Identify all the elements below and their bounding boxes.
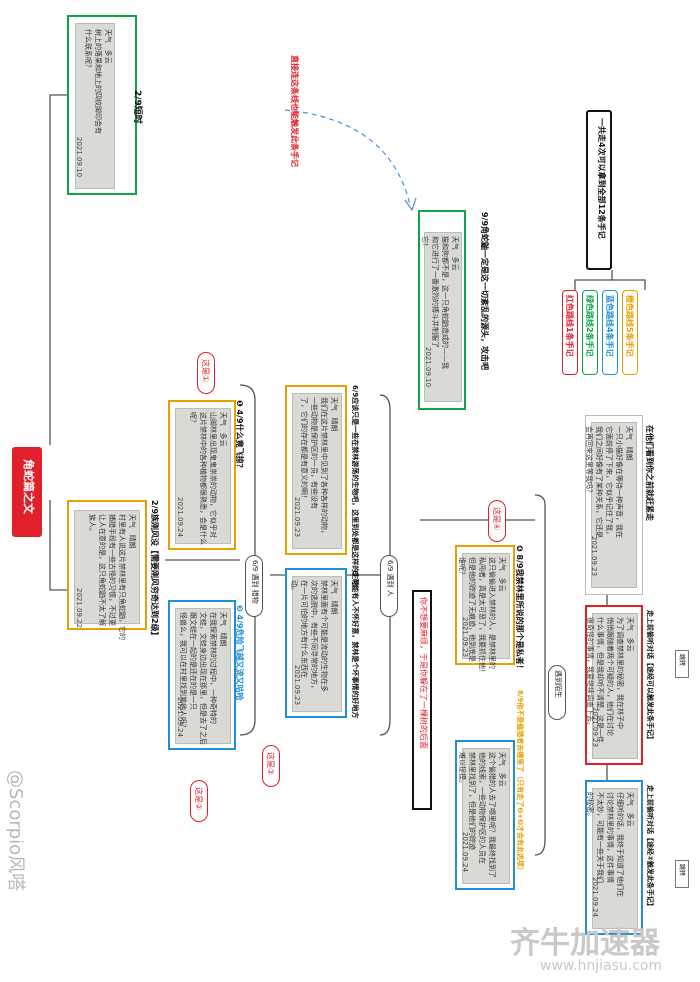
pill-meet-stranger: 遇到陌生 [548, 665, 566, 720]
node-f1-date: 2021.09.23 [590, 536, 598, 577]
route-orange: 橙色路线5条手记 [622, 290, 638, 375]
dashed-note: 直接连这条线也能触发此条手记 [290, 55, 299, 167]
jump-label-2-text: 跳转 [678, 864, 685, 877]
bubble-4: 这是④ [488, 500, 506, 542]
branch-c-card: 天气 晴朗 村里有人说这片禁林里有只角蛇鼬，它的 捕猎手段有一些古怪的习惯，不过… [67, 500, 147, 640]
node-c1-date: 2021.09.24 [176, 497, 184, 538]
jump-label-1-text: 跳转 [678, 654, 685, 667]
root-node: 角蛇篇之文 [12, 447, 42, 537]
node-c1-card: 天气 多云 山脚林里出现鬼鬼祟祟的动物，它似乎对 这片禁林中的各种植物都很熟悉，… [168, 400, 236, 550]
node-e2-photo [462, 748, 510, 884]
node-c2-card: 天气 晴朗 在我探索禁林的过程中，一种奇特的 文蛙，文蛙身边出现在那里，但是去了… [168, 600, 236, 750]
branch-b-photo [424, 232, 462, 402]
bubble-1-label: 这是① [201, 359, 210, 383]
node-f2-photo [592, 613, 638, 759]
route-red: 红色路线1条手记 [562, 290, 578, 375]
node-d2-date: 2021.09.23 [293, 665, 301, 706]
summary-text: 一共走4次可以拿到全部12条手记 [597, 118, 606, 239]
node-d-text: 天气 晴朗 我们在这片禁林里中见到了各种各样的动物， 一些动物是保护区的一员，有… [300, 397, 338, 537]
route-orange-label: 橙色路线5条手记 [625, 295, 634, 357]
node-d2-title: ❷ 可能有人不怀好意，禁林是个坏事情的好地方 [351, 570, 359, 719]
node-c2-date: 2021.09.24 [176, 697, 184, 738]
branch-a-title: 2/9短时 [132, 90, 142, 124]
node-f2-card: 天气 多云 为了调查禁林里的秘密，我在林子中 悄悄跟随着两个可疑的人，他们在讨论… [585, 605, 643, 765]
node-d-card: 天气 晴朗 我们在这片禁林里中见到了各种各样的动物， 一些动物是保护区的一员，有… [285, 385, 347, 555]
node-c2-photo [175, 608, 231, 744]
node-e2-title: 8/9他不是偷猎者去哪里了（只有走了❷+❸才会有此选项） [516, 690, 524, 875]
branch-c-date: 2021.09.22 [75, 588, 83, 629]
jump-label-2: 跳转 [675, 860, 689, 888]
node-d-title: 6/9应该只是一些在禁林游荡的生物吧，这里到处都是这样的生物 [351, 385, 359, 587]
branch-a-card: 天气 多云 树上的落果和地上的四纹脚印会有 什么联系呢？ 2021.09.10 [67, 15, 137, 195]
pill-meet-person-label: 6/9 遇到 人 [386, 560, 394, 597]
route-blue-label: 蓝色路线4条手记 [605, 295, 614, 357]
branch-b-card: 天气 多云 猫和狗都不是，这一只角蛇鼬造成的——我 和它进行了一番激烈的搏斗并制… [418, 210, 466, 410]
route-blue: 蓝色路线4条手记 [602, 290, 618, 375]
branch-c-photo [74, 510, 140, 624]
summary-box: 一共走4次可以拿到全部12条手记 [586, 110, 612, 270]
pill-meet-prey: 6/9 遇到 猎物 [245, 555, 263, 617]
node-e2-date: 2021.09.24 [461, 832, 469, 873]
node-f3-date: 2021.09.24 [591, 877, 599, 918]
node-f2-date: 2021.09.23 [591, 707, 599, 748]
pill-meet-person: 6/9 遇到 人 [380, 555, 398, 617]
mid-note-text: 你不想要麻烦，于是你躲在了一棵树的后面 [419, 597, 428, 749]
bubble-3-label: 这是③ [266, 752, 275, 776]
root-label: 角蛇篇之文 [22, 459, 35, 514]
watermark-site-cn: 齐牛加速器 [510, 926, 660, 961]
node-f2-title: 走上前偷听对话【途经可以触发此条手记】 [646, 610, 654, 743]
bubble-3: 这是③ [262, 745, 280, 787]
branch-a-photo [75, 23, 115, 189]
branch-b-date: 2021.09.10 [424, 347, 432, 388]
watermark-handle: @Scorpio风嗒 [5, 770, 26, 892]
bubble-2: 这是② [190, 780, 208, 822]
node-f1-card: 天气 晴朗 一只小猫好像在等待一种声音，我在 它面前停了下来，它似乎记住了我， … [585, 415, 643, 595]
node-c1-title: ❶ 4/9什么竟飞掠？ [235, 400, 244, 472]
branch-c-title: 2/9族刚风没【需要刚风穷奇达到2级】 [150, 500, 159, 640]
pill-meet-prey-label: 6/9 遇到 猎物 [251, 560, 259, 604]
node-e1-title: ❹ 8/9我禁林里所说的那个是私者！ [515, 545, 524, 673]
mid-note-box: 你不想要麻烦，于是你躲在了一棵树的后面 [412, 590, 432, 810]
node-f3-card: 天气 多云 仔细听的话，我终于知道了他们在 讨论禁林里的事情，这件事情 不太妙，… [585, 780, 643, 935]
watermark-site-url: www.hnjiasu.com [540, 958, 663, 974]
node-d2-card: 天气 晴朗 禁林里面有个可能是流动的生物在多 次的逃脱中，有些不同寻常的地方， … [285, 568, 347, 718]
node-c1-photo [175, 408, 231, 544]
node-d-photo [292, 393, 342, 549]
node-e1-card: 天气 多云 这只偷偷进入禁林的人，是禁林里的 私闯者，真是太可恶了，我要抓住他！… [455, 545, 515, 676]
node-c2-text: 天气 晴朗 在我探索禁林的过程中，一种奇特的 文蛙，文蛙身边出现在那里，但是去了… [179, 612, 227, 745]
pill-meet-stranger-label: 遇到陌生 [554, 670, 562, 698]
jump-label-1: 跳转 [675, 650, 689, 678]
bubble-4-label: 这是④ [492, 507, 501, 531]
node-d-date: 2021.09.23 [293, 497, 301, 538]
node-d2-photo [292, 576, 342, 712]
node-f3-photo [592, 788, 638, 929]
node-e2-card: 天气 多云 这个偷猎的人去了哪里呢？我最终找到了 他的线索，一些动物保护区的人员… [455, 740, 515, 890]
branch-b-title: 9/9角蛇鼬一定是这一切紊乱的源头，攻击吧 [480, 212, 489, 371]
node-f1-text: 天气 晴朗 一只小猫好像在等待一种声音，我在 它面前停了下来，它似乎记住了我， … [585, 426, 633, 538]
bubble-2-label: 这是② [194, 787, 203, 811]
node-c2-title: ❸ 4/9危险飞越又流又咕哈 [235, 605, 244, 701]
route-red-label: 红色路线1条手记 [565, 295, 574, 357]
route-green: 绿色路线2条手记 [582, 290, 598, 375]
route-green-label: 绿色路线2条手记 [585, 295, 594, 357]
node-f3-title: 走上前偷听对话【途经②触发此条手记】 [646, 785, 654, 910]
node-f1-photo [591, 422, 637, 588]
node-e1-photo [462, 553, 510, 659]
branch-a-date: 2021.09.10 [75, 137, 83, 178]
node-f1-title: 在他们看到你之前就赶紧走 [645, 425, 654, 521]
branch-a-text: 天气 多云 树上的落果和地上的四纹脚印会有 什么联系呢？ [84, 29, 112, 134]
node-c1-text: 天气 多云 山脚林里出现鬼鬼祟祟的动物，它似乎对 这片禁林中的各种植物都很熟悉，… [189, 412, 227, 545]
branch-c-text: 天气 晴朗 村里有人说这片禁林里有只角蛇鼬，它的 捕猎手段有一些古怪的习惯，不过… [88, 514, 136, 640]
node-e1-date: 2021.09.23 [461, 617, 469, 658]
bubble-1: 这是① [197, 352, 215, 394]
